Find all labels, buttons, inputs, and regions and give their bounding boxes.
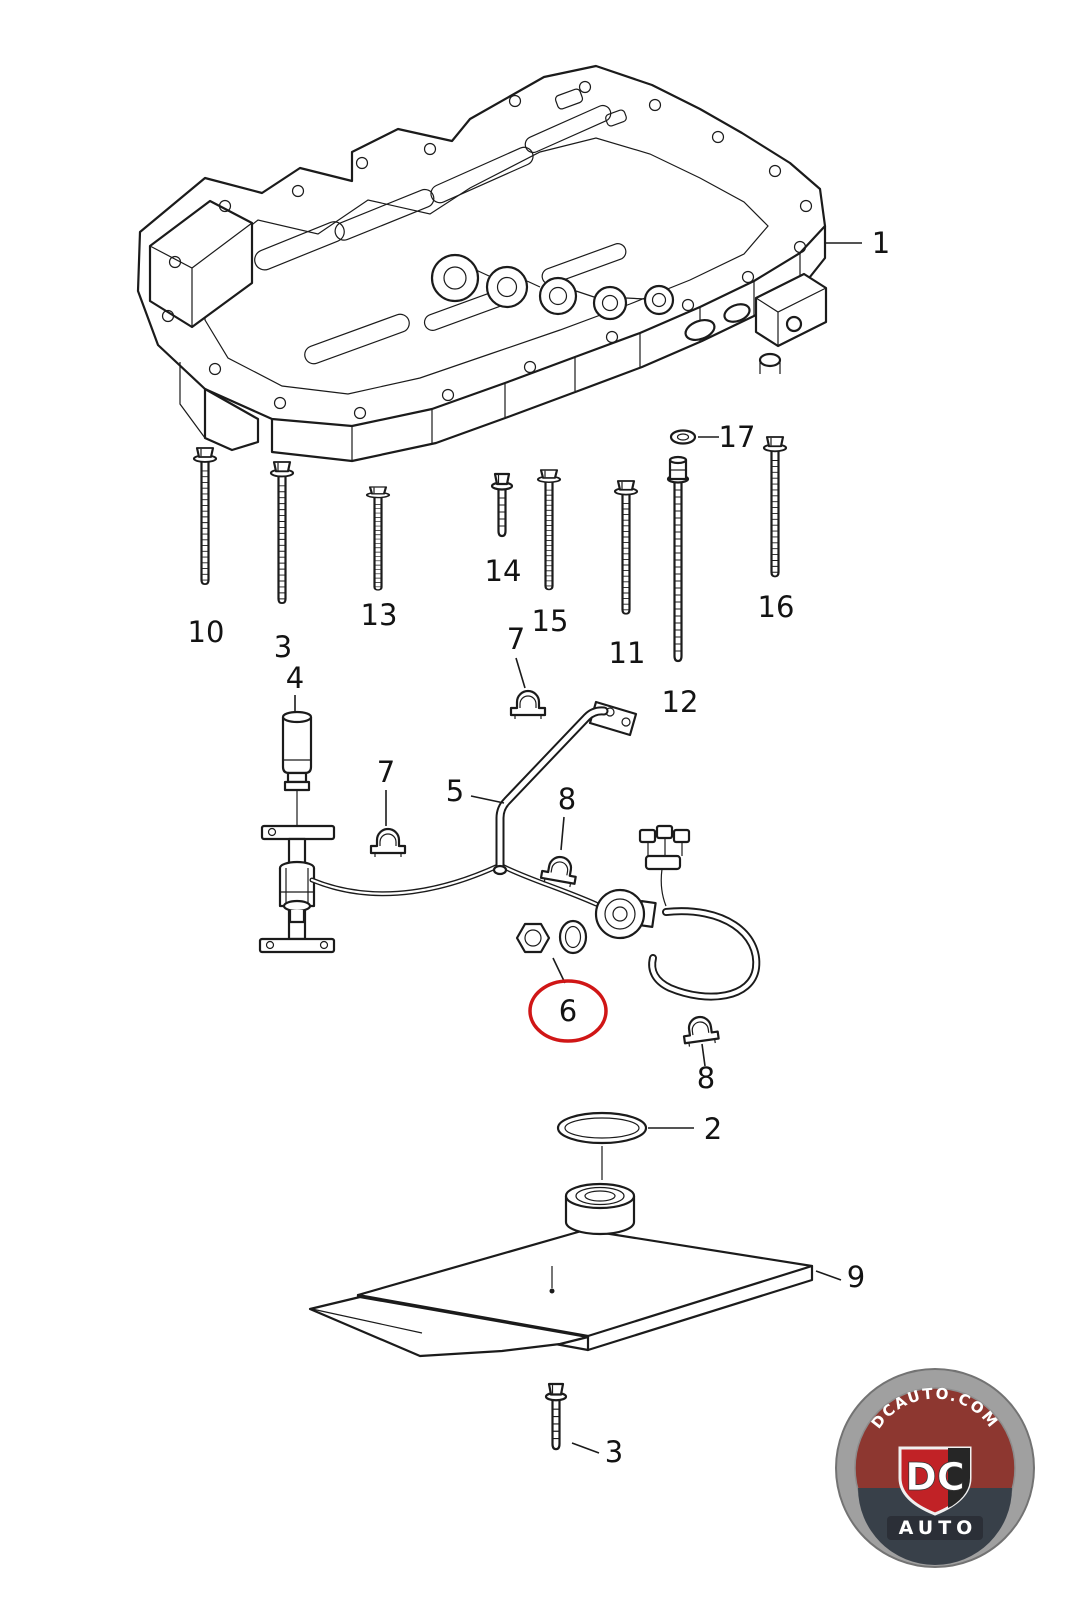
oring-2: [556, 1111, 648, 1180]
part-label-13: 13: [361, 598, 398, 632]
washer-17: [669, 429, 697, 445]
part-label-8-lower: 8: [697, 1061, 715, 1095]
part-label-3-upper: 3: [274, 630, 292, 664]
bolt-16: [762, 435, 788, 578]
part-label-7-upper: 7: [507, 622, 525, 656]
logo-auto-band: [887, 1516, 983, 1540]
valve-body-assembly: [136, 64, 828, 463]
part-label-1: 1: [872, 226, 890, 260]
part-label-12: 12: [662, 685, 699, 719]
part-label-16: 16: [758, 590, 795, 624]
part-label-6: 6: [559, 994, 577, 1028]
connecting-rod: [309, 863, 599, 907]
part-label-10: 10: [188, 615, 225, 649]
bolt-10: [192, 446, 218, 586]
clip-7-upper: [509, 689, 547, 721]
logo-auto-text: AUTO: [899, 1517, 978, 1539]
dcauto-logo: DCAUTO.COM DC AUTO: [835, 1368, 1035, 1568]
part-label-15: 15: [532, 604, 569, 638]
pipe-5: [492, 700, 638, 876]
part-labels: 1 17 10 3 13 14 15 11 12 16 4 7 7 5 8 6 …: [188, 226, 891, 1469]
part-label-8-upper: 8: [558, 782, 576, 816]
part-label-5: 5: [446, 774, 464, 808]
switch-cable-assembly: [594, 824, 761, 1001]
bolt-15: [536, 468, 562, 591]
clip-8-lower: [680, 1013, 721, 1049]
part-label-7-lower: 7: [377, 755, 395, 789]
logo-shield-stripe: [948, 1448, 970, 1508]
part-label-17: 17: [719, 420, 756, 454]
bolt-holes: [161, 80, 813, 420]
bolt-13: [365, 485, 391, 592]
bolt-14: [490, 472, 514, 538]
highlight-ellipse: [528, 979, 608, 1043]
logo-dc-text: DC: [905, 1455, 964, 1499]
part-label-2: 2: [704, 1112, 722, 1146]
leader-lines: [294, 242, 862, 1454]
bolt-3-upper: [269, 460, 295, 605]
seal-kit-6: [515, 919, 588, 955]
part-label-14: 14: [485, 554, 522, 588]
part-label-4: 4: [286, 661, 304, 695]
part-label-11: 11: [609, 636, 646, 670]
bolt-3-lower: [544, 1382, 568, 1451]
part-label-9: 9: [847, 1260, 865, 1294]
bolt-11: [613, 479, 639, 615]
oil-filter-9: [308, 1182, 814, 1358]
part-label-3-lower: 3: [605, 1435, 623, 1469]
clip-7-lower: [369, 827, 407, 859]
bolt-12: [666, 455, 690, 663]
sensor-assembly-4: [258, 710, 336, 954]
